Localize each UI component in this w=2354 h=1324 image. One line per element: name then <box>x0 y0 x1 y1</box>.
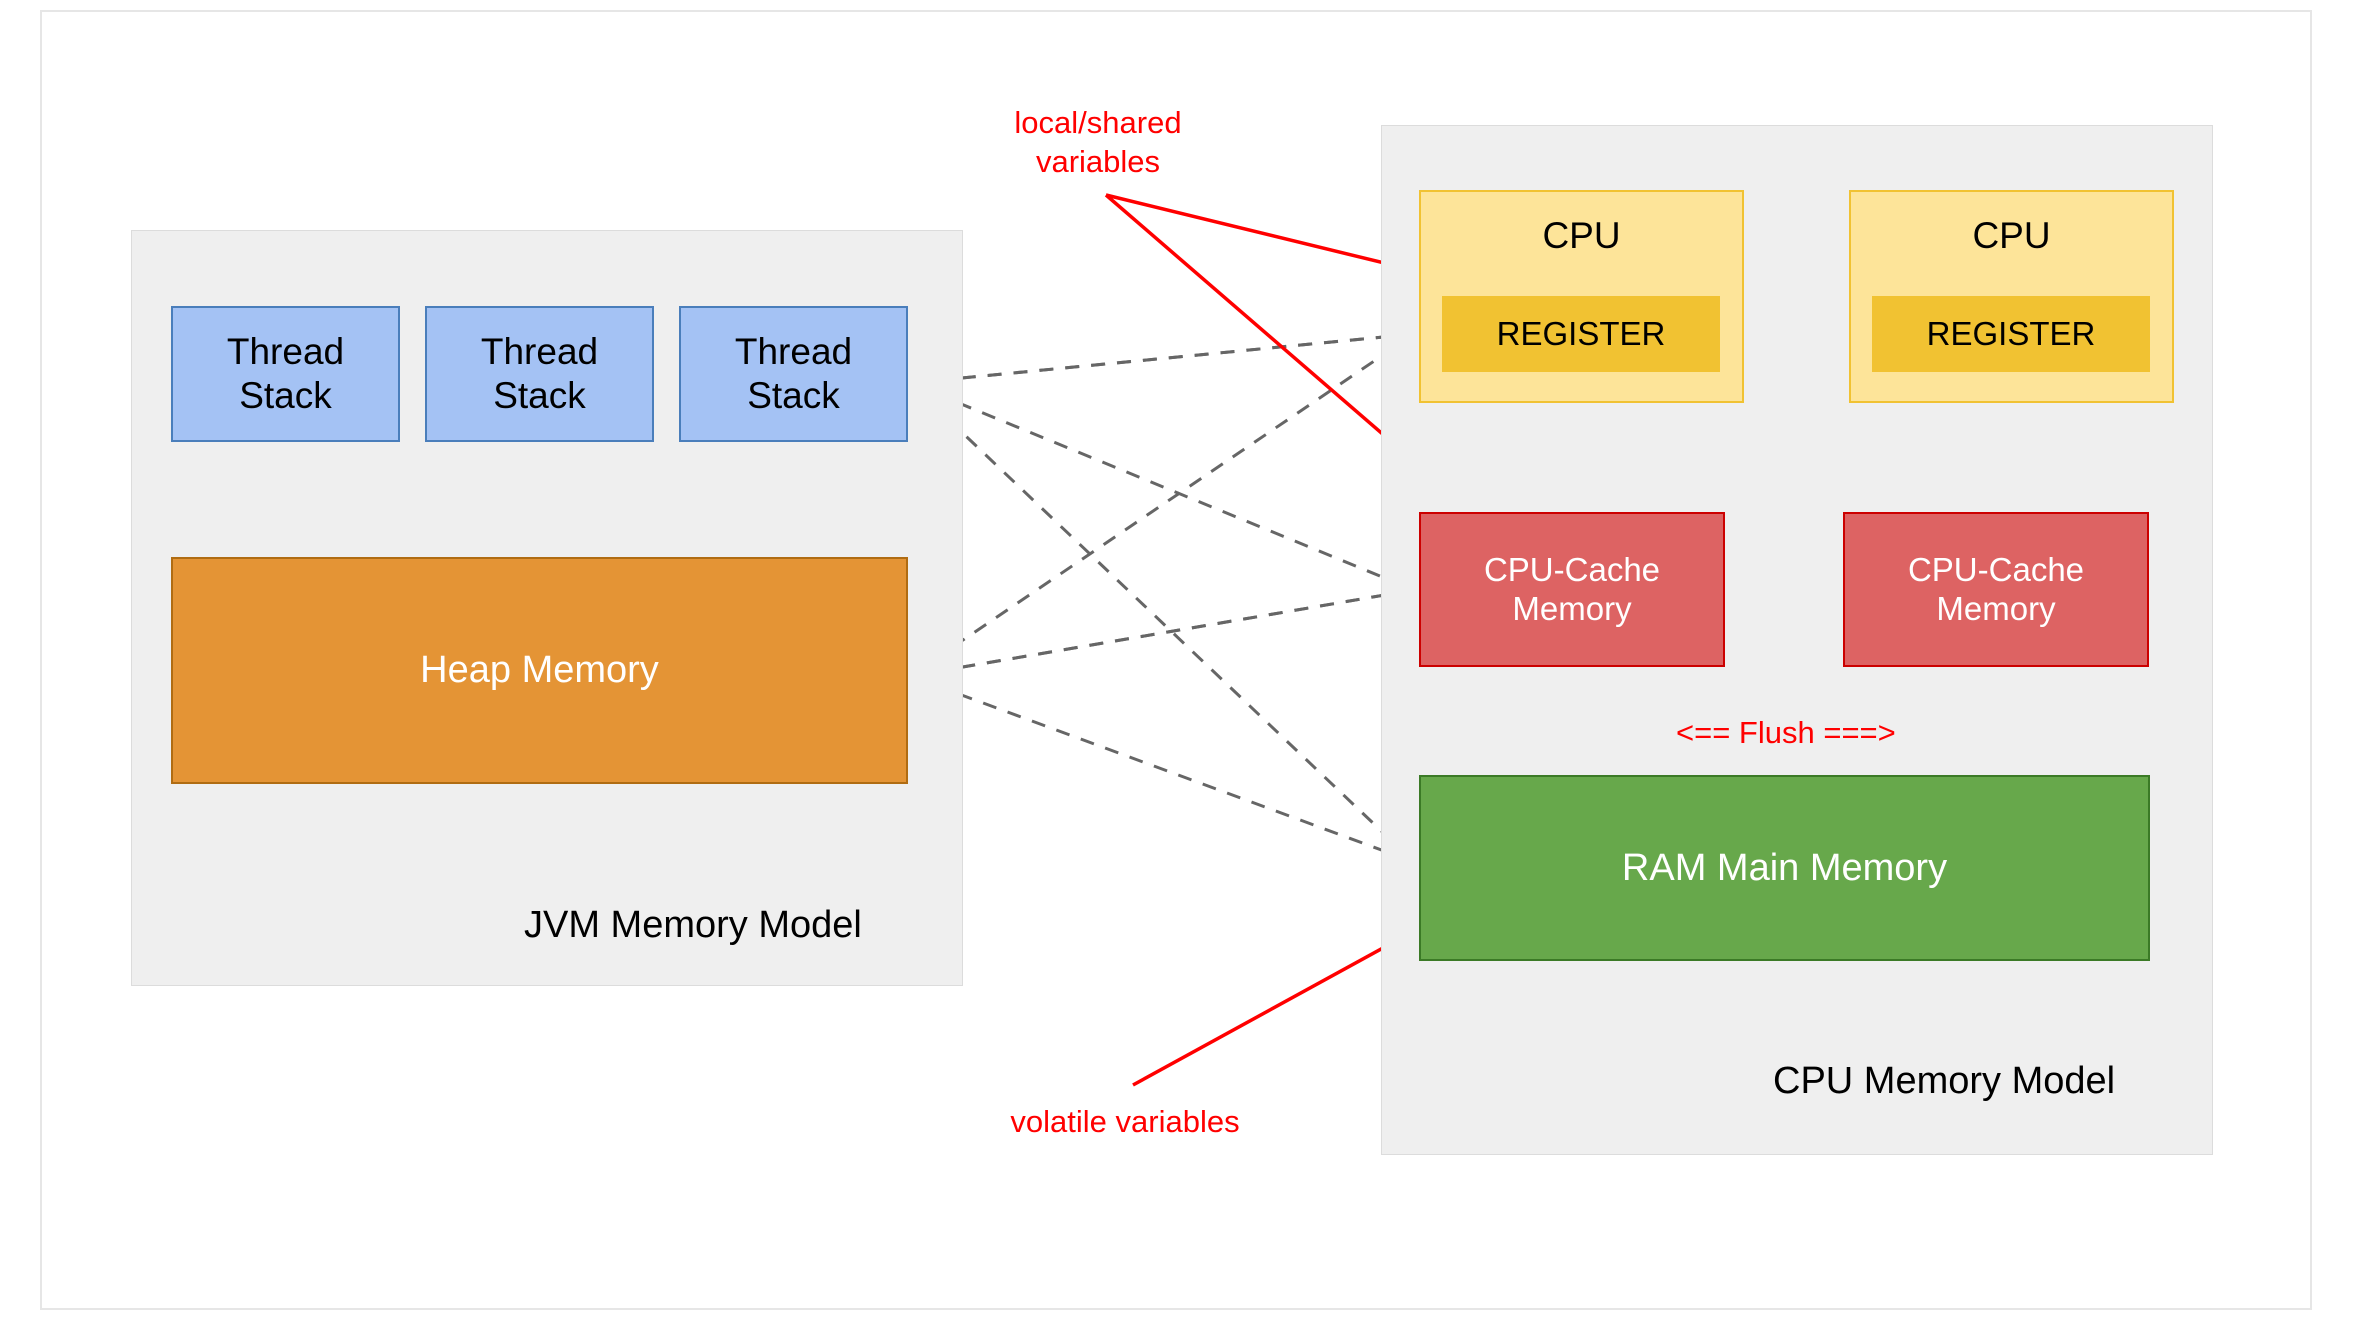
thread-stack-label-3: Thread Stack <box>734 331 853 416</box>
ram-main-memory-label: RAM Main Memory <box>1621 846 1948 889</box>
ram-main-memory-box[interactable]: RAM Main Memory <box>1419 775 2150 961</box>
register-label-2: REGISTER <box>1926 314 2096 352</box>
cpu-title-1: CPU <box>1542 215 1621 256</box>
thread-stack-box-3[interactable]: Thread Stack <box>679 306 908 442</box>
thread-stack-box-2[interactable]: Thread Stack <box>425 306 654 442</box>
register-label-1: REGISTER <box>1496 314 1666 352</box>
cpu-cache-label-2: CPU-Cache Memory <box>1907 550 2085 627</box>
cpu-cache-box-2[interactable]: CPU-Cache Memory <box>1843 512 2149 667</box>
flush-label: <== Flush ===> <box>1676 715 1896 750</box>
heap-memory-label: Heap Memory <box>420 649 659 692</box>
thread-stack-box-1[interactable]: Thread Stack <box>171 306 400 442</box>
heap-memory-box[interactable]: Heap Memory <box>171 557 908 784</box>
register-box-2[interactable]: REGISTER <box>1872 296 2150 372</box>
cpu-memory-model-label: CPU Memory Model <box>1773 1060 2116 1102</box>
annotation-local-shared-variables: local/shared variables <box>1014 105 1182 179</box>
annotation-volatile-variables: volatile variables <box>1010 1104 1240 1139</box>
cpu-cache-label-1: CPU-Cache Memory <box>1483 550 1661 627</box>
thread-stack-label-2: Thread Stack <box>480 331 599 416</box>
jvm-memory-model-label: JVM Memory Model <box>524 904 862 946</box>
cpu-cache-box-1[interactable]: CPU-Cache Memory <box>1419 512 1725 667</box>
register-box-1[interactable]: REGISTER <box>1442 296 1720 372</box>
thread-stack-label-1: Thread Stack <box>226 331 345 416</box>
cpu-title-2: CPU <box>1972 215 2051 256</box>
